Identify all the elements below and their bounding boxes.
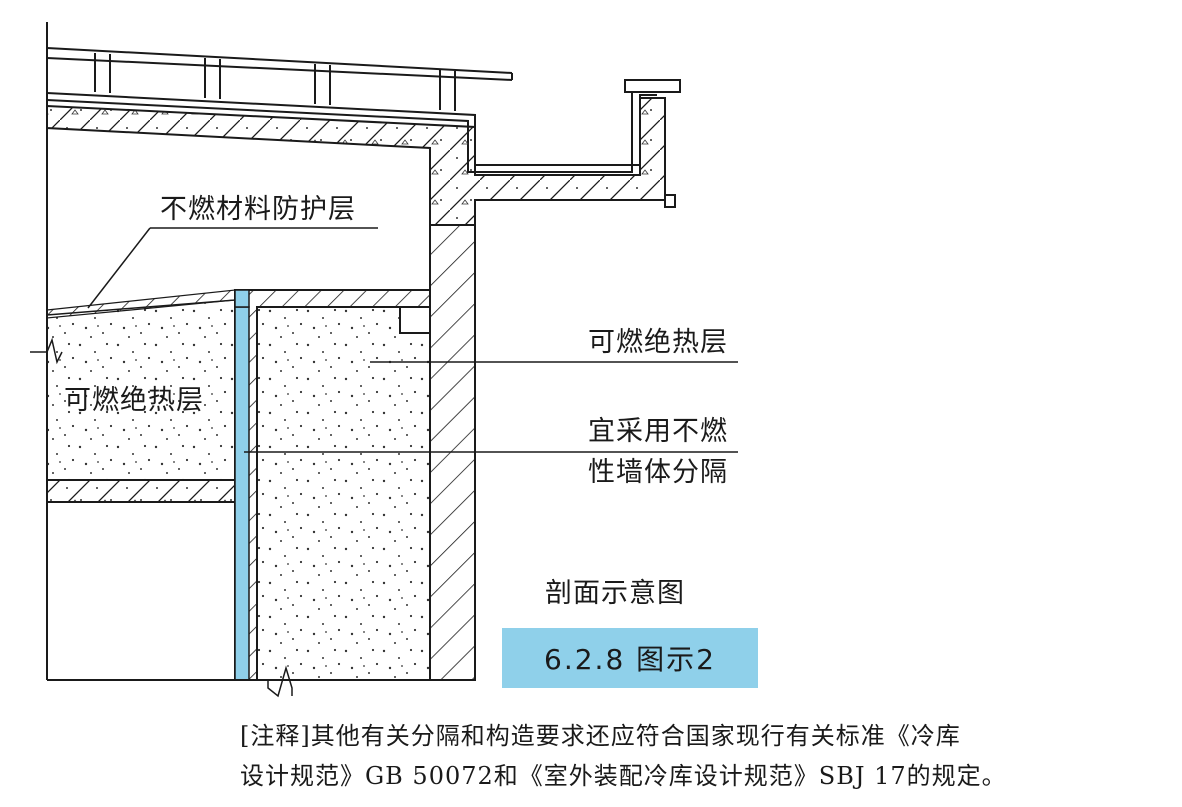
leader-noncombustible-diag: [87, 227, 151, 309]
label-combustible-insulation-left: 可燃绝热层: [64, 385, 204, 416]
label-combustible-insulation-right: 可燃绝热层: [588, 327, 728, 358]
note-line-2: 设计规范》GB 50072和《室外装配冷库设计规范》SBJ 17的规定。: [240, 762, 1007, 790]
cap-blue: [234, 289, 250, 308]
gutter-tab: [664, 194, 676, 208]
caption-title: 剖面示意图: [545, 578, 685, 609]
label-wall-line2: 性墙体分隔: [588, 457, 728, 488]
note-line-1: [注释]其他有关分隔和构造要求还应符合国家现行有关标准《冷库: [240, 722, 961, 750]
insulation-notch: [399, 307, 430, 334]
right-insulation: [256, 306, 431, 681]
roof-slab: [46, 97, 666, 226]
figure-number-text: 6.2.8 图示2: [544, 643, 716, 676]
break-mark-left: [30, 337, 63, 365]
label-wall-line1: 宜采用不燃: [588, 416, 728, 447]
floor-slab: [46, 479, 236, 503]
break-mark-bottom: [267, 665, 293, 698]
label-noncombustible-layer: 不燃材料防护层: [160, 194, 356, 225]
roof-cover: [46, 47, 513, 111]
partition-wall-blue: [234, 306, 250, 681]
figure-number-badge: 6.2.8 图示2: [502, 628, 758, 688]
annotation-note: [注释]其他有关分隔和构造要求还应符合国家现行有关标准《冷库 设计规范》GB 5…: [240, 716, 1175, 796]
roof-membrane: [46, 79, 681, 173]
